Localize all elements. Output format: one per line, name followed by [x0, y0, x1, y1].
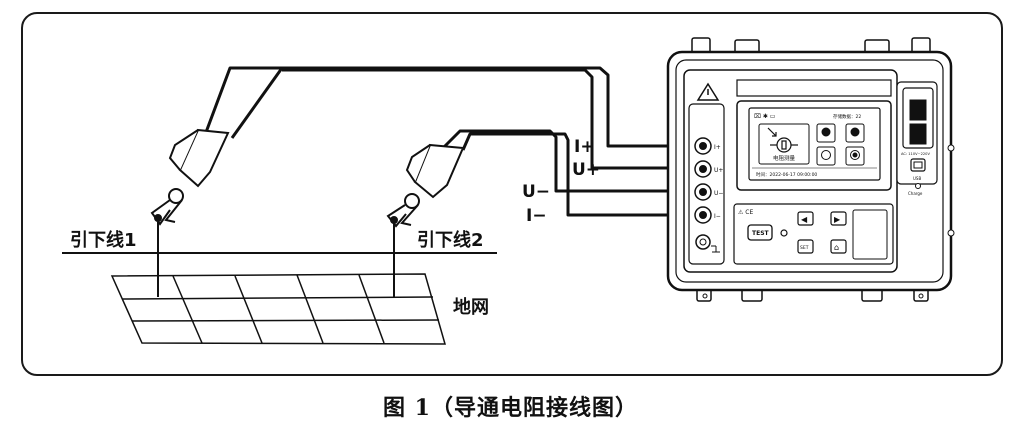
- left-arrow-icon: ◀: [801, 215, 808, 224]
- u-minus-label: U−: [522, 182, 550, 202]
- resistance-function-tile[interactable]: [758, 123, 810, 165]
- left-arrow-button[interactable]: [797, 211, 814, 226]
- home-button[interactable]: [830, 239, 847, 254]
- tester-instrument: [666, 37, 955, 302]
- screen-status-icons: ⌧ ✱ ▭: [754, 113, 775, 120]
- power-rating-text: AC: 110V~220V: [901, 152, 930, 156]
- terminal-u-plus-label: U+: [714, 167, 723, 174]
- clamp-2-icon: [386, 143, 465, 228]
- cable-i-plus: [203, 66, 690, 148]
- status-led: [780, 229, 788, 237]
- cables: [203, 66, 690, 217]
- figure-caption: 图 1（导通电阻接线图）: [383, 395, 638, 421]
- resistance-meter-icon: [767, 127, 798, 153]
- u-plus-label: U+: [572, 160, 600, 180]
- charge-label: Charge: [908, 191, 923, 196]
- test-button-label: TEST: [752, 230, 770, 237]
- instrument-screen: ⌧ ✱ ▭ 存储数据：22 电阻测量 时间：2022-06-17 09:00:0…: [752, 113, 877, 178]
- resistance-function-label: 电阻测量: [773, 154, 796, 162]
- set-button[interactable]: [797, 239, 814, 254]
- usb-port-icon[interactable]: [913, 161, 923, 169]
- terminal-u-minus-label: U−: [714, 190, 723, 197]
- function-tile-gear-icon[interactable]: [816, 146, 836, 166]
- terminal-i-minus[interactable]: [694, 206, 712, 224]
- keypad: ⚠ CE TEST ◀ ▶ SET ⌂: [738, 209, 847, 254]
- i-minus-label: I−: [526, 206, 547, 226]
- set-button-label: SET: [800, 245, 809, 251]
- down-lead-1-label: 引下线1: [70, 229, 137, 251]
- ground-terminal-icon: [695, 234, 720, 253]
- function-grid-icons: [816, 123, 865, 166]
- usb-port-label: USB: [913, 176, 921, 181]
- right-arrow-icon: ▶: [834, 215, 841, 224]
- diagram-frame: [21, 12, 1003, 376]
- cable-i-minus: [461, 132, 690, 217]
- screen-datetime: 时间：2022-06-17 09:00:00: [756, 171, 817, 178]
- terminal-i-minus-label: I−: [714, 213, 721, 220]
- terminal-u-plus[interactable]: [694, 160, 712, 178]
- terminal-i-plus-label: I+: [714, 144, 721, 151]
- home-icon: ⌂: [834, 243, 839, 252]
- cable-u-minus: [439, 129, 690, 193]
- ground-grid-label: 地网: [453, 296, 489, 318]
- down-lead-2-label: 引下线2: [417, 229, 484, 251]
- clamp-1-icon: [150, 128, 230, 226]
- cable-u-plus-route: [282, 68, 690, 170]
- right-arrow-button[interactable]: [830, 211, 847, 226]
- warning-triangle-icon: [696, 82, 720, 101]
- terminal-i-plus[interactable]: [694, 137, 712, 155]
- ground-grid: [110, 273, 446, 345]
- cable-u-plus: [230, 67, 284, 139]
- test-button[interactable]: [747, 224, 773, 241]
- screen-storage-text: 存储数据：22: [833, 113, 861, 120]
- i-plus-label: I+: [574, 137, 595, 157]
- terminal-u-minus[interactable]: [694, 183, 712, 201]
- keypad-warning-icon: ⚠ CE: [738, 209, 753, 216]
